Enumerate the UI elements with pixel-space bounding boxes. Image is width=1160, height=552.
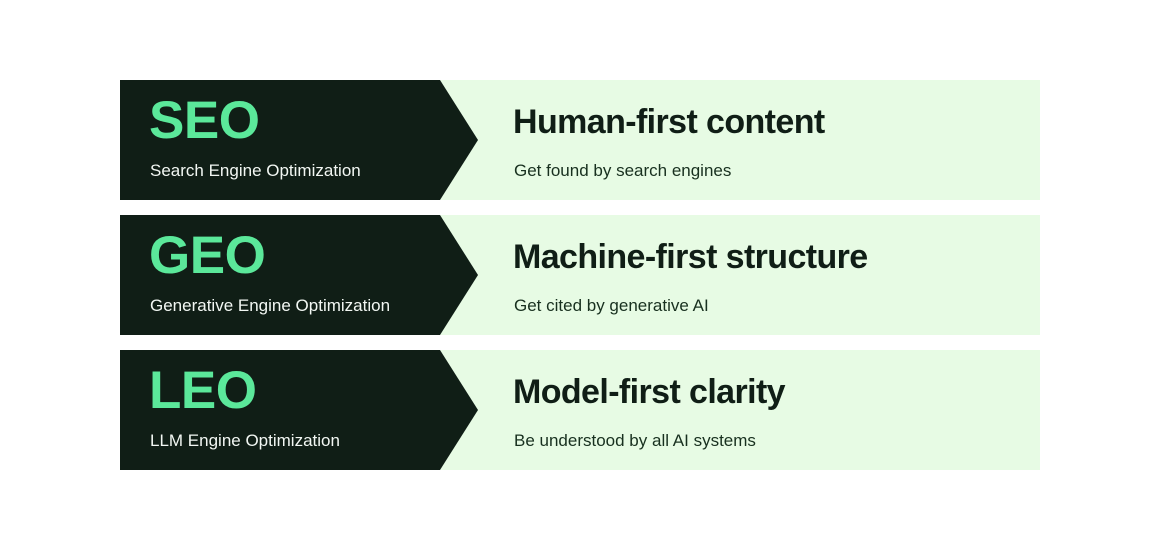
acronym-label: LEO <box>149 361 257 420</box>
acronym-expansion-label: LLM Engine Optimization <box>150 431 340 450</box>
acronym-label: SEO <box>149 91 260 150</box>
acronym-expansion-label: Generative Engine Optimization <box>150 296 391 315</box>
acronym-label: GEO <box>149 226 266 285</box>
acronym-chevron-block <box>120 80 478 200</box>
optimization-comparison-board: SEO Search Engine Optimization Human-fir… <box>120 80 1040 470</box>
acronym-chevron-block <box>120 215 478 335</box>
row-headline: Model-first clarity <box>513 373 786 411</box>
row-headline: Machine-first structure <box>513 238 868 276</box>
row-description: Get cited by generative AI <box>514 296 709 315</box>
comparison-row-leo: LEO LLM Engine Optimization Model-first … <box>120 350 1040 470</box>
row-headline: Human-first content <box>513 103 825 141</box>
comparison-row-seo: SEO Search Engine Optimization Human-fir… <box>120 80 1040 200</box>
acronym-expansion-label: Search Engine Optimization <box>150 161 361 180</box>
comparison-row-geo: GEO Generative Engine Optimization Machi… <box>120 215 1040 335</box>
row-description: Get found by search engines <box>514 161 732 180</box>
acronym-chevron-block <box>120 350 478 470</box>
row-description: Be understood by all AI systems <box>514 431 756 450</box>
